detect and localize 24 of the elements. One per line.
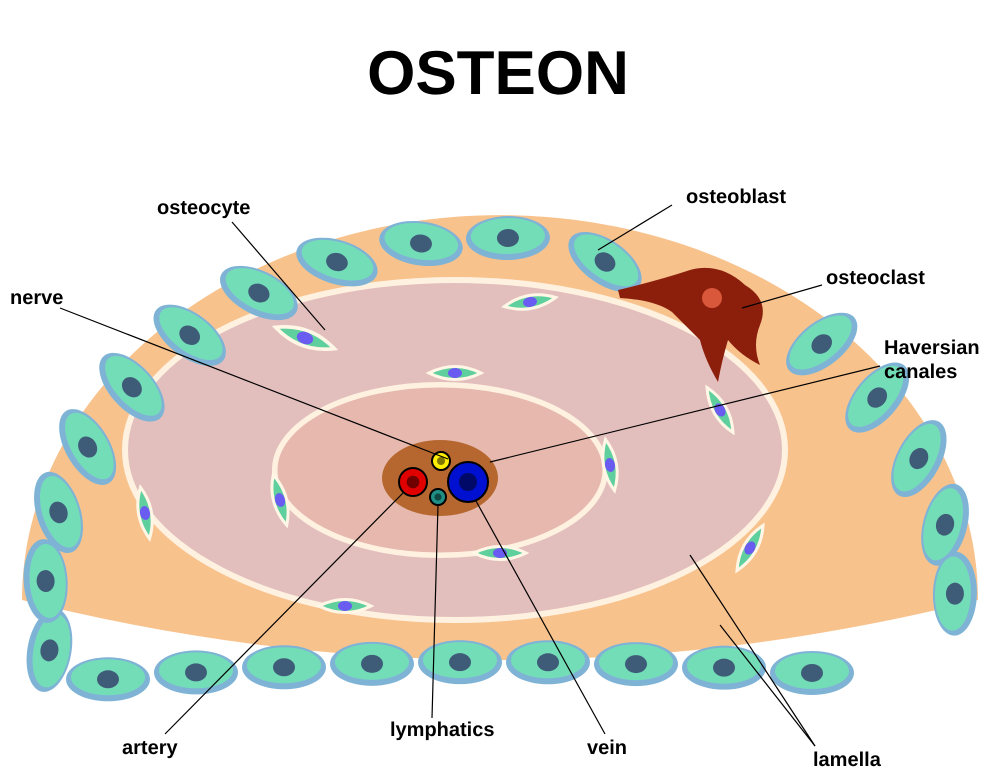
part-label: Haversian canales xyxy=(884,336,981,384)
artery xyxy=(398,467,428,497)
leader-line xyxy=(598,204,672,251)
part-label: osteocyte xyxy=(157,196,252,220)
part-label: lymphatics xyxy=(390,718,496,742)
diagram-title: OSTEON xyxy=(366,38,630,109)
part-label: osteoclast xyxy=(826,266,926,290)
leader-line xyxy=(475,500,606,734)
part-label: nerve xyxy=(10,286,64,310)
vein xyxy=(447,461,489,503)
lymphatic-vessel xyxy=(429,488,447,506)
osteocyte-cell xyxy=(274,325,336,351)
part-label: artery xyxy=(122,736,179,760)
leader-line xyxy=(490,365,880,463)
leader-line xyxy=(720,624,816,746)
part-label: vein xyxy=(587,736,628,760)
part-label: lamella xyxy=(813,748,882,772)
leader-line xyxy=(742,284,822,309)
leader-line xyxy=(60,307,448,460)
leader-line xyxy=(164,492,404,734)
leader-line xyxy=(431,504,439,718)
leader-line xyxy=(690,554,816,746)
leader-line xyxy=(232,222,326,330)
part-label: osteoblast xyxy=(686,185,788,209)
